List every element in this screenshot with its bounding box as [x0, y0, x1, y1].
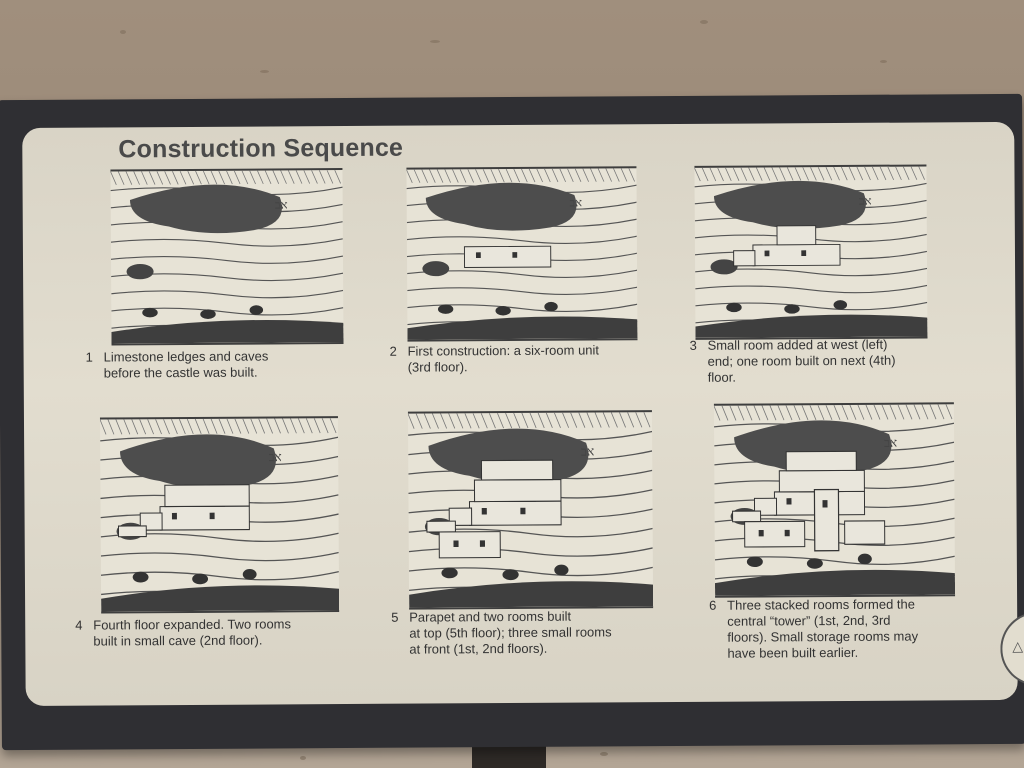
park-emblem-icon: △	[1000, 611, 1024, 687]
ground-speck	[260, 70, 269, 73]
stage-illustration: אב	[110, 168, 344, 346]
stage-number: 5	[391, 609, 399, 625]
svg-text:אב: אב	[859, 194, 872, 208]
stage-number: 4	[75, 617, 83, 633]
stage-caption-line: Fourth floor expanded. Two rooms	[93, 616, 292, 633]
stage-caption-line: at front (1st, 2nd floors).	[409, 640, 548, 657]
stage-number: 3	[689, 337, 697, 353]
stage-caption-line: Limestone ledges and caves	[103, 348, 269, 365]
ground-speck	[430, 40, 440, 43]
svg-text:אב: אב	[581, 443, 595, 459]
stage-caption-line: before the castle was built.	[103, 364, 258, 381]
ground-speck	[880, 60, 887, 63]
ground-speck	[300, 756, 306, 760]
stage-caption-line: floor.	[707, 369, 736, 385]
stage-caption-line: Three stacked rooms formed the	[727, 596, 916, 613]
stage-number: 1	[85, 349, 93, 365]
ground-speck	[700, 20, 708, 24]
stage-caption-line: end; one room built on next (4th)	[707, 352, 896, 369]
svg-text:אב: אב	[275, 198, 288, 212]
stage-caption-line: Parapet and two rooms built	[409, 608, 572, 625]
stage-caption-line: central “tower” (1st, 2nd, 3rd	[727, 612, 891, 629]
svg-text:אב: אב	[570, 195, 583, 209]
svg-text:אב: אב	[884, 436, 897, 450]
stage-illustration: אב	[694, 164, 928, 340]
interpretive-sign: Construction Sequence אב 1 Limestone ledge…	[0, 93, 1024, 751]
ground-speck	[600, 752, 608, 756]
stage-caption-line: Small room added at west (left)	[707, 336, 888, 353]
stage-number: 2	[389, 343, 397, 359]
stage-caption-line: First construction: a six-room unit	[407, 342, 600, 359]
stage-illustration: אב	[99, 416, 340, 614]
ground-speck	[120, 30, 126, 34]
sign-panel: Construction Sequence אב 1 Limestone ledge…	[22, 121, 1024, 706]
stage-number: 6	[709, 597, 717, 613]
stage-caption-line: have been built earlier.	[727, 644, 859, 661]
stage-illustration: אב	[407, 410, 654, 610]
stage-illustration: אב	[406, 166, 638, 342]
stage-caption-line: at top (5th floor); three small rooms	[409, 624, 612, 641]
sign-title: Construction Sequence	[118, 133, 404, 164]
stage-illustration: אב	[713, 402, 956, 598]
stage-caption-line: built in small cave (2nd floor).	[93, 632, 263, 649]
svg-text:אב: אב	[269, 450, 282, 465]
stage-caption-line: (3rd floor).	[407, 359, 468, 375]
stage-caption-line: floors). Small storage rooms may	[727, 628, 919, 645]
